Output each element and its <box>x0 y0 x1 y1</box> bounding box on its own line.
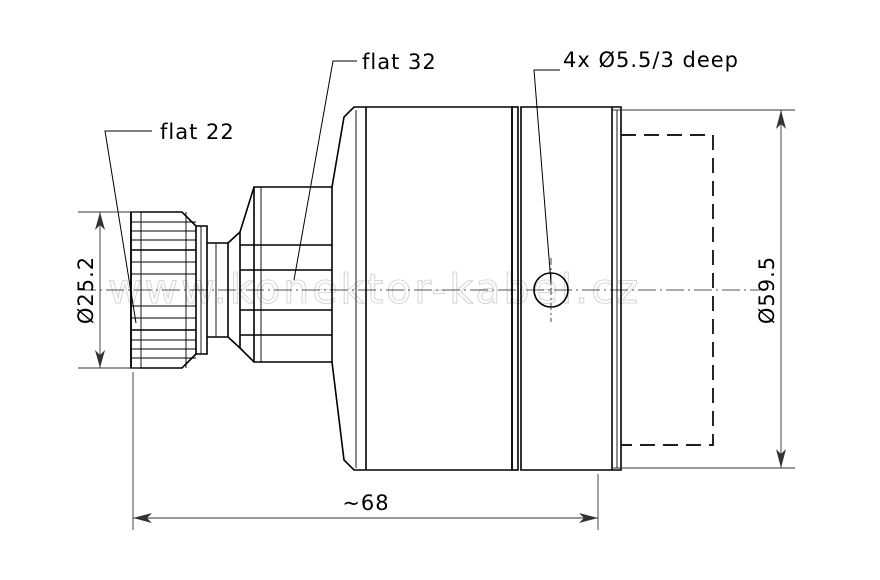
arrow-bottom-25 <box>95 350 105 368</box>
label-flat32: flat 32 <box>362 50 437 74</box>
flange-block <box>511 106 622 471</box>
arrow-right-68 <box>579 513 598 523</box>
leader-line-flat32 <box>293 60 357 281</box>
shaft-chamfer-bottom <box>227 336 241 349</box>
label-flat22: flat 22 <box>160 120 235 144</box>
shaft-chamfer-top <box>227 231 241 244</box>
dimension-dia-left: Ø25.2 <box>74 211 140 369</box>
dimension-dia-right: Ø59.5 <box>613 109 795 469</box>
flange-gap <box>511 106 519 471</box>
knurl-verticals <box>140 212 187 368</box>
leader-holes: 4x Ø5.5/3 deep <box>533 48 739 284</box>
nut-collar <box>196 225 208 355</box>
hidden-rear-rect <box>621 134 714 446</box>
leader-flat22: flat 22 <box>104 120 235 324</box>
dimension-length: ~68 <box>132 372 599 530</box>
leader-line-holes <box>533 69 560 284</box>
arrow-top-25 <box>95 212 105 230</box>
arrow-top-59 <box>776 110 786 129</box>
leader-flat32: flat 32 <box>293 50 437 281</box>
hidden-rear-outline <box>621 134 714 446</box>
label-dia-59: Ø59.5 <box>755 256 779 324</box>
arrow-left-68 <box>133 513 152 523</box>
arrow-bottom-59 <box>776 449 786 468</box>
leader-line-flat22 <box>104 130 152 324</box>
shaft-outline <box>207 242 229 338</box>
label-length-68: ~68 <box>342 491 389 515</box>
hex-flat-lines <box>240 244 332 336</box>
knurl-ridges <box>131 221 196 359</box>
shaft-section <box>207 231 241 349</box>
flange-outline <box>520 106 622 471</box>
label-dia-25: Ø25.2 <box>74 256 98 324</box>
label-holes: 4x Ø5.5/3 deep <box>563 48 739 72</box>
